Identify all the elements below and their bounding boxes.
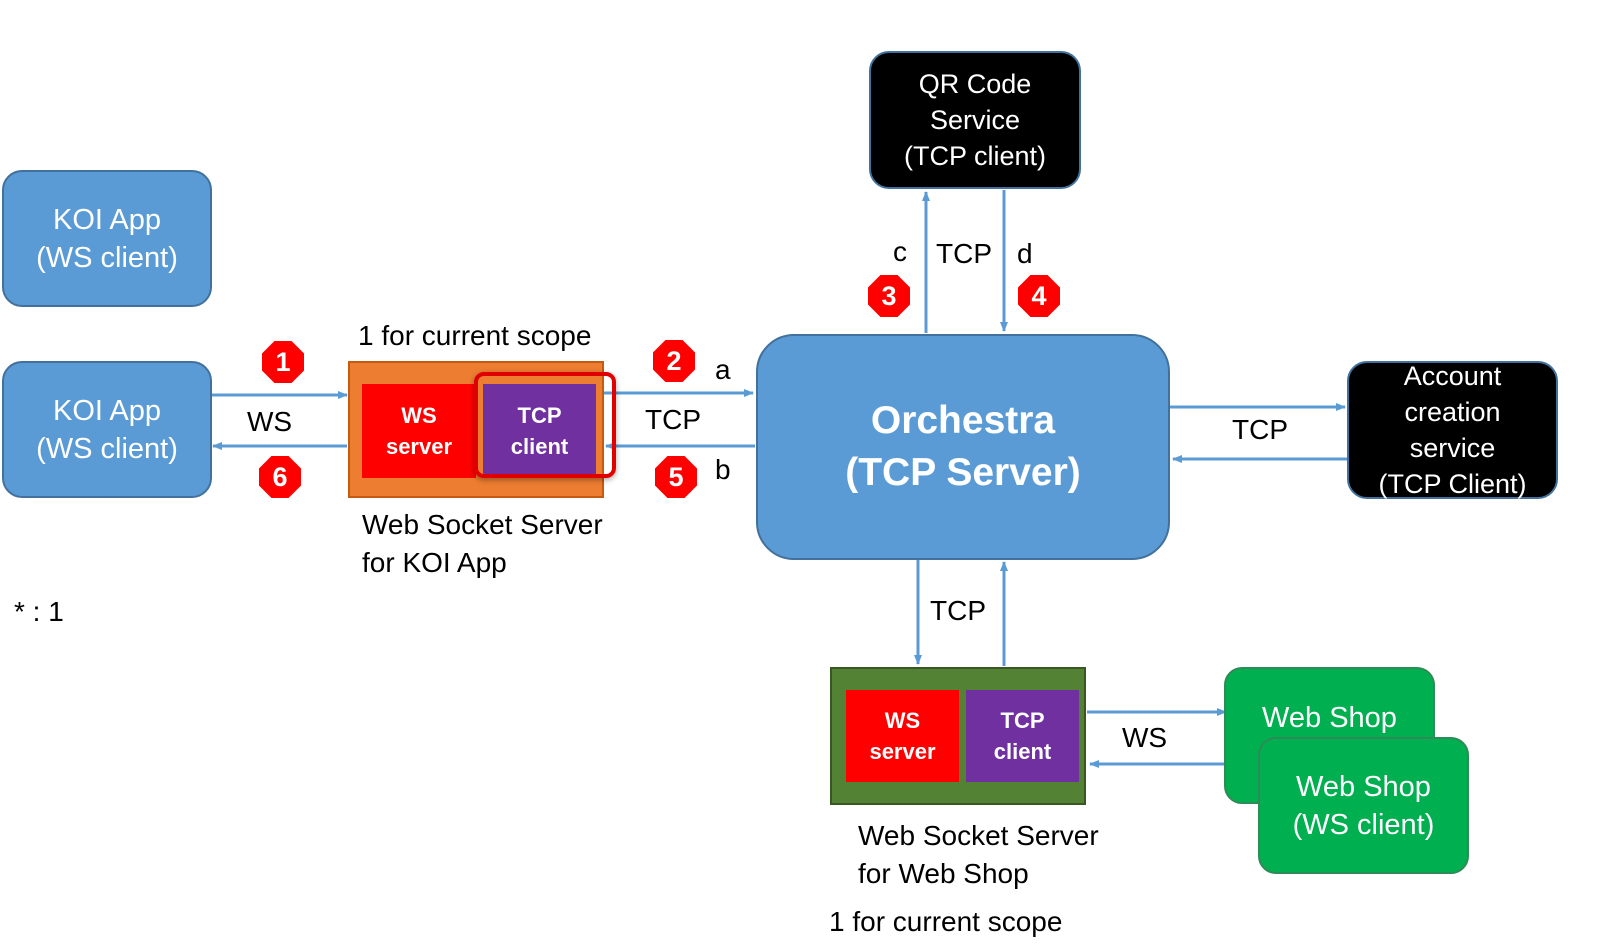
koi-app-2-line2: (WS client) <box>36 432 178 465</box>
step-badge-1-number: 1 <box>275 346 291 377</box>
label-tcp-shop: TCP <box>930 595 986 626</box>
account-line1: Account <box>1403 361 1502 391</box>
koi-ws-line2: server <box>385 434 453 459</box>
shop-ws-server-block: WS server <box>846 690 959 782</box>
koi-app-box-1: KOI App (WS client) <box>2 170 212 307</box>
step-badge-1: 1 <box>260 339 306 385</box>
qr-line3: (TCP client) <box>903 141 1047 171</box>
koi-ws-server-block: WS server <box>362 384 476 478</box>
label-d: d <box>1017 238 1033 269</box>
koi-ws-line1: WS <box>401 403 437 428</box>
koi-caption-line1: Web Socket Server <box>362 509 603 540</box>
koi-tcp-line1: TCP <box>517 403 562 428</box>
koi-app-1-line1: KOI App <box>52 203 161 236</box>
step-badge-2: 2 <box>651 338 697 384</box>
tcp-client-highlight <box>474 372 616 478</box>
label-a: a <box>715 354 731 385</box>
shop-ws-server-caption: Web Socket Server for Web Shop <box>858 817 1099 893</box>
koi-tcp-client-block: TCP client <box>483 384 596 478</box>
shop-ws-server-container: WS server TCP client <box>830 667 1086 805</box>
web-shop-front-line2: (WS client) <box>1292 808 1435 841</box>
step-badge-4: 4 <box>1016 273 1062 319</box>
shop-ws-line1: WS <box>884 708 921 733</box>
step-badge-6: 6 <box>257 454 303 500</box>
orchestra-line2: (TCP Server) <box>845 451 1081 494</box>
orchestra-tcp-server-box: Orchestra (TCP Server) <box>756 334 1170 560</box>
qr-code-service-box: QR Code Service (TCP client) <box>869 51 1081 189</box>
account-line4: (TCP Client) <box>1378 469 1527 499</box>
koi-tcp-line2: client <box>510 434 569 459</box>
shop-tcp-line2: client <box>993 739 1052 764</box>
orchestra-line1: Orchestra <box>870 399 1056 442</box>
label-c: c <box>893 236 907 267</box>
step-badge-5: 5 <box>653 454 699 500</box>
step-badge-2-number: 2 <box>666 345 682 376</box>
account-line3: service <box>1409 433 1496 463</box>
shop-tcp-line1: TCP <box>1000 708 1045 733</box>
step-badge-4-number: 4 <box>1031 280 1047 311</box>
shop-ws-line2: server <box>869 739 936 764</box>
web-shop-box-front: Web Shop (WS client) <box>1258 737 1469 874</box>
web-shop-back-line1: Web Shop <box>1262 702 1397 734</box>
qr-line1: QR Code <box>918 69 1032 99</box>
step-badge-6-number: 6 <box>272 461 288 492</box>
shop-caption-line2: for Web Shop <box>858 858 1029 889</box>
step-badge-5-number: 5 <box>668 461 684 492</box>
account-creation-service-box: Account creation service (TCP Client) <box>1347 361 1558 499</box>
step-badge-3-number: 3 <box>881 280 897 311</box>
step-badge-3: 3 <box>866 273 912 319</box>
label-tcp-account: TCP <box>1232 414 1288 445</box>
shop-caption-line1: Web Socket Server <box>858 820 1099 851</box>
label-ws-shop: WS <box>1122 722 1168 753</box>
web-shop-front-line1: Web Shop <box>1296 770 1431 803</box>
account-line2: creation <box>1404 397 1501 427</box>
label-b: b <box>715 454 731 485</box>
koi-app-2-line1: KOI App <box>52 394 161 427</box>
koi-scope-label: 1 for current scope <box>358 320 592 351</box>
qr-line2: Service <box>929 105 1021 135</box>
shop-tcp-client-block: TCP client <box>966 690 1079 782</box>
label-ratio: * : 1 <box>14 596 64 627</box>
koi-app-1-line2: (WS client) <box>36 241 178 274</box>
koi-ws-server-caption: Web Socket Server for KOI App <box>362 506 603 582</box>
label-tcp-koi-orch: TCP <box>645 404 701 435</box>
koi-caption-line2: for KOI App <box>362 547 507 578</box>
shop-scope-label: 1 for current scope <box>829 906 1063 937</box>
label-ws-koi: WS <box>247 406 293 437</box>
koi-app-box-2: KOI App (WS client) <box>2 361 212 498</box>
label-tcp-qr: TCP <box>936 238 992 269</box>
